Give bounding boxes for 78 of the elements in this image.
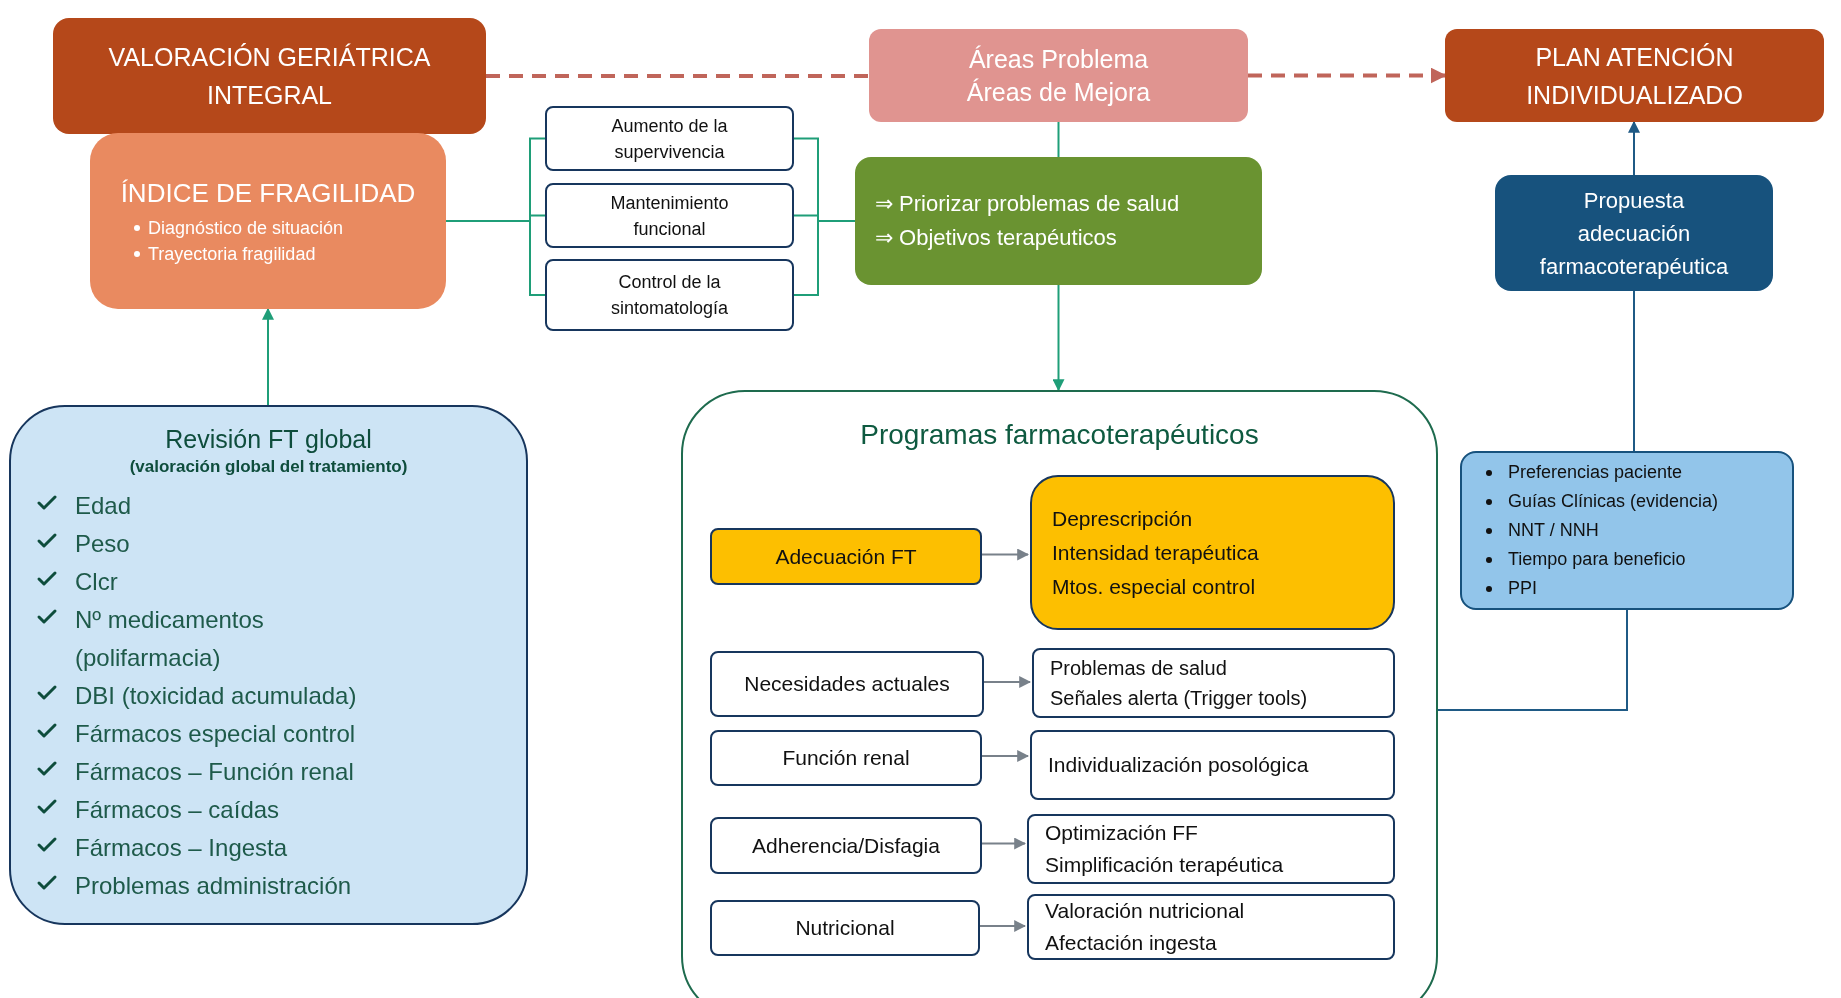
- box-label: Simplificación terapéutica: [1045, 853, 1284, 876]
- box-label: Función renal: [782, 746, 910, 770]
- connector-line: [486, 74, 869, 78]
- check-item: Clcr: [75, 567, 118, 597]
- box-label: ⇒ Objetivos terapéuticos: [875, 225, 1117, 250]
- box-title: ÍNDICE DE FRAGILIDAD: [120, 178, 416, 208]
- check-item: Fármacos – Función renal: [75, 757, 354, 787]
- process-box: [1495, 175, 1773, 291]
- process-box: [710, 528, 982, 585]
- box-label: PLAN ATENCIÓN INDIVIDUALIZADO: [1526, 42, 1743, 109]
- box-label: Valoración nutricional: [1045, 899, 1245, 922]
- process-box: [1032, 648, 1395, 718]
- process-box: [1030, 730, 1395, 800]
- panel-title: Revisión FT global: [165, 425, 372, 453]
- box-label: Individualización posológica: [1048, 753, 1309, 777]
- check-item: DBI (toxicidad acumulada): [75, 681, 357, 711]
- process-box: [869, 29, 1248, 122]
- process-box: [90, 133, 446, 309]
- process-box: [710, 730, 982, 786]
- process-box: [545, 259, 794, 331]
- check-item: Problemas administración: [75, 871, 352, 901]
- bullet-item: Trayectoria fragilidad: [148, 243, 316, 266]
- container-title: Programas farmacoterapéuticos: [860, 419, 1259, 450]
- box-label: Nutricional: [795, 916, 895, 940]
- bullet-item: Tiempo para beneficio: [1508, 548, 1686, 571]
- process-box: [53, 18, 486, 134]
- box-label: Áreas Problema: [968, 44, 1149, 73]
- arrow: [1628, 120, 1640, 176]
- criteria-box: [1460, 451, 1794, 610]
- box-label: Áreas de Mejora: [966, 77, 1151, 106]
- box-label: Intensidad terapéutica: [1052, 540, 1259, 564]
- check-item: Edad: [75, 491, 132, 521]
- box-label: Adecuación FT: [775, 544, 917, 568]
- process-box: [710, 817, 982, 874]
- box-label: Optimización FF: [1045, 821, 1198, 844]
- group-container: [681, 390, 1438, 998]
- box-label: Mtos. especial control: [1052, 574, 1256, 598]
- connector-line: [1633, 290, 1635, 452]
- box-label: Necesidades actuales: [744, 672, 950, 696]
- process-box: [710, 651, 984, 717]
- check-item: Peso: [75, 529, 130, 559]
- process-box: [855, 157, 1262, 285]
- box-label: Control de la sintomatología: [610, 272, 729, 318]
- box-label: Mantenimiento funcional: [610, 192, 729, 239]
- arrow: [1248, 67, 1447, 84]
- process-box: [545, 183, 794, 248]
- connector-line: [445, 220, 546, 296]
- review-panel: [9, 405, 528, 925]
- box-label: Señales alerta (Trigger tools): [1050, 687, 1308, 709]
- panel-subtitle: (valoración global del tratamiento): [129, 457, 408, 476]
- box-label: Adherencia/Disfagia: [752, 833, 940, 857]
- process-box: [545, 106, 794, 171]
- check-item: Fármacos – caídas: [75, 795, 280, 825]
- bullet-item: Guías Clínicas (evidencia): [1508, 490, 1719, 513]
- box-label: Deprescripción: [1052, 506, 1193, 530]
- bullet-item: Preferencias paciente: [1508, 461, 1683, 484]
- process-box: [710, 900, 980, 956]
- process-box: [1027, 894, 1395, 960]
- connector-line: [1437, 609, 1628, 711]
- connector-line: [793, 220, 856, 296]
- check-item: Fármacos – Ingesta: [75, 833, 288, 863]
- box-label: Aumento de la supervivencia: [611, 115, 728, 162]
- process-box: [1030, 475, 1395, 630]
- process-box: [1445, 29, 1824, 122]
- process-box: [1027, 814, 1395, 884]
- arrow: [262, 307, 274, 406]
- bullet-item: NNT / NNH: [1508, 519, 1599, 542]
- check-item: Fármacos especial control: [75, 719, 356, 749]
- box-label: VALORACIÓN GERIÁTRICA INTEGRAL: [108, 43, 431, 109]
- check-item: Nº medicamentos (polifarmacia): [75, 605, 265, 673]
- connector-line: [1057, 121, 1060, 158]
- bullet-item: PPI: [1508, 577, 1537, 600]
- box-label: Problemas de salud: [1050, 657, 1227, 679]
- bullet-item: Diagnóstico de situación: [148, 217, 344, 240]
- arrow: [1052, 284, 1065, 392]
- box-label: Afectación ingesta: [1045, 931, 1217, 954]
- box-label: Propuesta adecuación farmacoterapéutica: [1539, 187, 1729, 279]
- box-label: ⇒ Priorizar problemas de salud: [875, 191, 1180, 216]
